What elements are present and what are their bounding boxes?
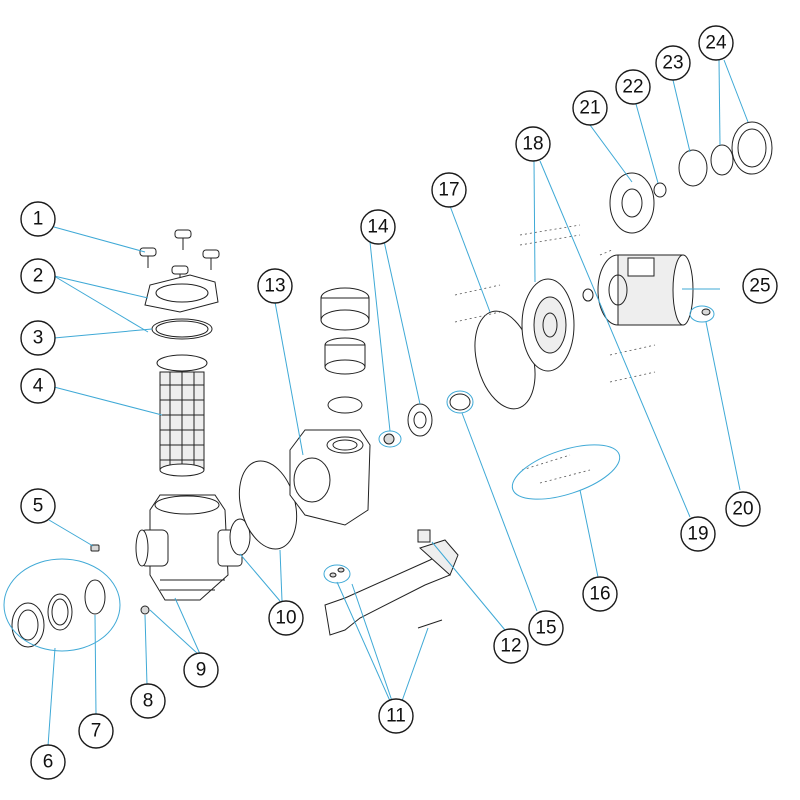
shaft-washer <box>582 288 594 302</box>
cover-knobs <box>139 229 220 286</box>
callout-label-9: 9 <box>196 660 207 681</box>
callout-10: 10 <box>268 600 304 636</box>
tie-rods <box>454 224 656 484</box>
callout-label-16: 16 <box>589 584 610 605</box>
drain-plug <box>90 544 100 552</box>
callout-17: 17 <box>431 172 467 208</box>
callout-25: 25 <box>742 268 778 304</box>
motor-flange <box>609 172 655 234</box>
callout-label-17: 17 <box>438 180 459 201</box>
callout-label-7: 7 <box>91 721 102 742</box>
callout-label-23: 23 <box>662 53 683 74</box>
callout-label-2: 2 <box>33 266 44 287</box>
highlight-tie-rods <box>511 444 621 500</box>
highlight-base-screws <box>323 564 351 584</box>
callout-label-13: 13 <box>264 276 285 297</box>
strainer-lid <box>144 274 219 313</box>
union-o-ring <box>84 579 106 615</box>
callout-7: 7 <box>78 713 114 749</box>
callout-2: 2 <box>20 258 56 294</box>
callout-label-1: 1 <box>33 209 44 230</box>
discharge-union <box>320 287 370 414</box>
callout-5: 5 <box>20 488 56 524</box>
seal-plate <box>521 278 575 372</box>
callout-23: 23 <box>655 45 691 81</box>
callout-9: 9 <box>183 652 219 688</box>
callout-label-3: 3 <box>33 328 44 349</box>
callout-24: 24 <box>698 25 734 61</box>
callout-label-22: 22 <box>622 77 643 98</box>
callout-11: 11 <box>378 698 414 734</box>
union-connector <box>11 593 73 648</box>
callouts: 1 2 3 4 5 6 7 8 9 10 11 12 13 14 15 16 1… <box>20 25 778 780</box>
pump-volute <box>289 429 371 526</box>
callout-22: 22 <box>615 69 651 105</box>
callout-8: 8 <box>130 683 166 719</box>
housing-plug <box>140 605 150 615</box>
housing-gasket-small <box>229 518 251 556</box>
callout-20: 20 <box>725 491 761 527</box>
highlight-union-group <box>3 558 121 652</box>
impeller <box>407 403 433 437</box>
highlight-motor-screw <box>689 305 715 323</box>
callout-label-20: 20 <box>732 499 753 520</box>
callout-21: 21 <box>572 90 608 126</box>
mechanical-seal <box>449 393 471 411</box>
callout-16: 16 <box>582 576 618 612</box>
callout-19: 19 <box>680 516 716 552</box>
callout-13: 13 <box>257 268 293 304</box>
lid-o-ring <box>151 318 213 340</box>
callout-label-10: 10 <box>275 608 296 629</box>
callout-label-8: 8 <box>143 691 154 712</box>
callout-4: 4 <box>20 368 56 404</box>
impeller-nut <box>383 433 395 445</box>
callout-label-19: 19 <box>687 524 708 545</box>
bearing <box>653 182 667 198</box>
callout-label-12: 12 <box>500 636 521 657</box>
callout-label-21: 21 <box>579 98 600 119</box>
callout-15: 15 <box>528 610 564 646</box>
motor-screw <box>701 308 711 316</box>
strainer-housing <box>135 494 243 601</box>
callout-label-11: 11 <box>386 706 406 727</box>
highlight-seal <box>446 390 474 414</box>
callout-label-15: 15 <box>535 618 556 639</box>
callout-6: 6 <box>30 744 66 780</box>
fan-and-cover <box>710 121 773 176</box>
callout-3: 3 <box>20 320 56 356</box>
strainer-basket <box>156 354 208 477</box>
leader-lines <box>3 59 749 747</box>
callout-label-18: 18 <box>522 134 543 155</box>
parts-drawing <box>11 121 773 648</box>
callout-14: 14 <box>360 209 396 245</box>
callout-1: 1 <box>20 201 56 237</box>
callout-label-14: 14 <box>367 217 389 238</box>
callout-label-4: 4 <box>33 376 44 397</box>
callout-18: 18 <box>515 126 551 162</box>
end-shield <box>678 149 708 187</box>
callout-label-25: 25 <box>749 276 770 297</box>
callout-label-5: 5 <box>33 496 44 517</box>
pump-base <box>324 539 459 636</box>
callout-label-6: 6 <box>43 752 54 773</box>
callout-label-24: 24 <box>705 33 727 54</box>
motor <box>597 254 694 326</box>
callout-12: 12 <box>493 628 529 664</box>
spacer-block <box>417 529 431 543</box>
